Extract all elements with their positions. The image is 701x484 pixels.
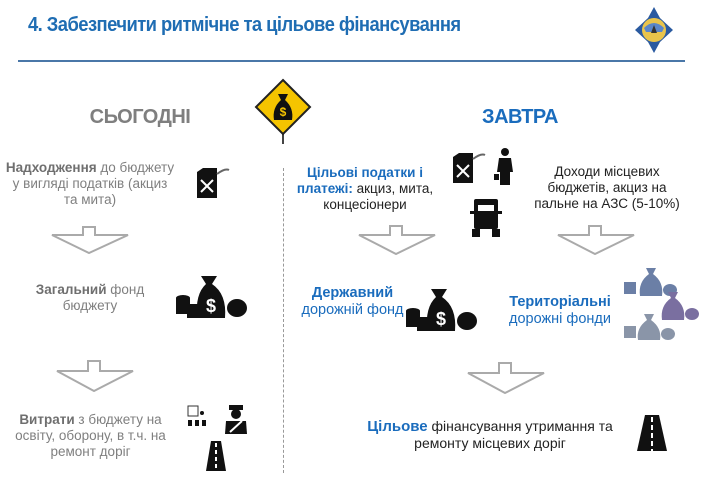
fuel-canister-icon — [197, 168, 230, 198]
targeted-financing-result: Цільове фінансування утримання та ремонт… — [350, 418, 630, 451]
column-divider — [283, 168, 284, 473]
title-divider — [18, 60, 685, 62]
fund-text: дорожній фонд — [301, 302, 404, 318]
svg-text:$: $ — [206, 296, 216, 316]
today-heading: СЬОГОДНІ — [89, 106, 191, 128]
fund-bold: Державний — [311, 285, 394, 301]
step-bold: Надходження — [5, 160, 97, 175]
result-bold: Цільове — [367, 418, 428, 435]
step-bold: Загальний — [35, 282, 107, 297]
fuel-canister-icon — [453, 153, 486, 183]
tomorrow-source-local: Доходи місцевих бюджетів, акциз на пальн… — [534, 164, 680, 211]
down-arrow-icon — [557, 225, 635, 255]
truck-icon — [470, 199, 502, 237]
today-step-revenue: Надходження до бюджету у вигляді податкі… — [5, 160, 175, 208]
down-arrow-icon — [56, 360, 134, 392]
tomorrow-heading: ЗАВТРА — [482, 106, 558, 128]
money-bag-icon: $ — [176, 276, 247, 318]
source-text: акциз, мита, концесіонери — [323, 181, 434, 212]
down-arrow-icon — [467, 362, 545, 394]
step-text: до бюджету у вигляді податків (акциз та … — [12, 160, 175, 207]
down-arrow-icon — [51, 226, 129, 254]
education-icon — [187, 405, 206, 426]
soldier-icon — [225, 405, 247, 434]
fund-text: дорожні фонди — [508, 311, 611, 327]
emblem-logo-icon — [635, 7, 673, 53]
step-text: з бюджету на освіту, оборону, в т.ч. на … — [15, 412, 166, 459]
fund-bold: Територіальні — [509, 294, 611, 310]
businessman-icon — [494, 148, 513, 185]
page-title: 4. Забезпечити ритмічне та цільове фінан… — [28, 14, 461, 36]
svg-text:$: $ — [280, 105, 287, 119]
svg-text:$: $ — [436, 309, 446, 329]
money-bag-icon: $ — [406, 289, 477, 331]
step-bold: Витрати — [19, 412, 75, 427]
today-step-general-fund: Загальний фонд бюджету — [15, 282, 165, 314]
tomorrow-source-targeted: Цільові податки і платежі: акциз, мита, … — [290, 165, 440, 213]
multiple-money-bags-icon — [624, 268, 699, 340]
down-arrow-icon — [358, 225, 436, 255]
road-icon — [637, 415, 667, 451]
step-text: фонд бюджету — [62, 282, 145, 313]
result-text: фінансування утримання та ремонту місцев… — [414, 418, 613, 451]
money-road-sign-icon: $ — [254, 78, 312, 144]
source-bold: Цільові податки і платежі: — [296, 165, 423, 196]
road-icon — [206, 441, 226, 471]
today-step-expenses: Витрати з бюджету на освіту, оборону, в … — [8, 412, 173, 460]
